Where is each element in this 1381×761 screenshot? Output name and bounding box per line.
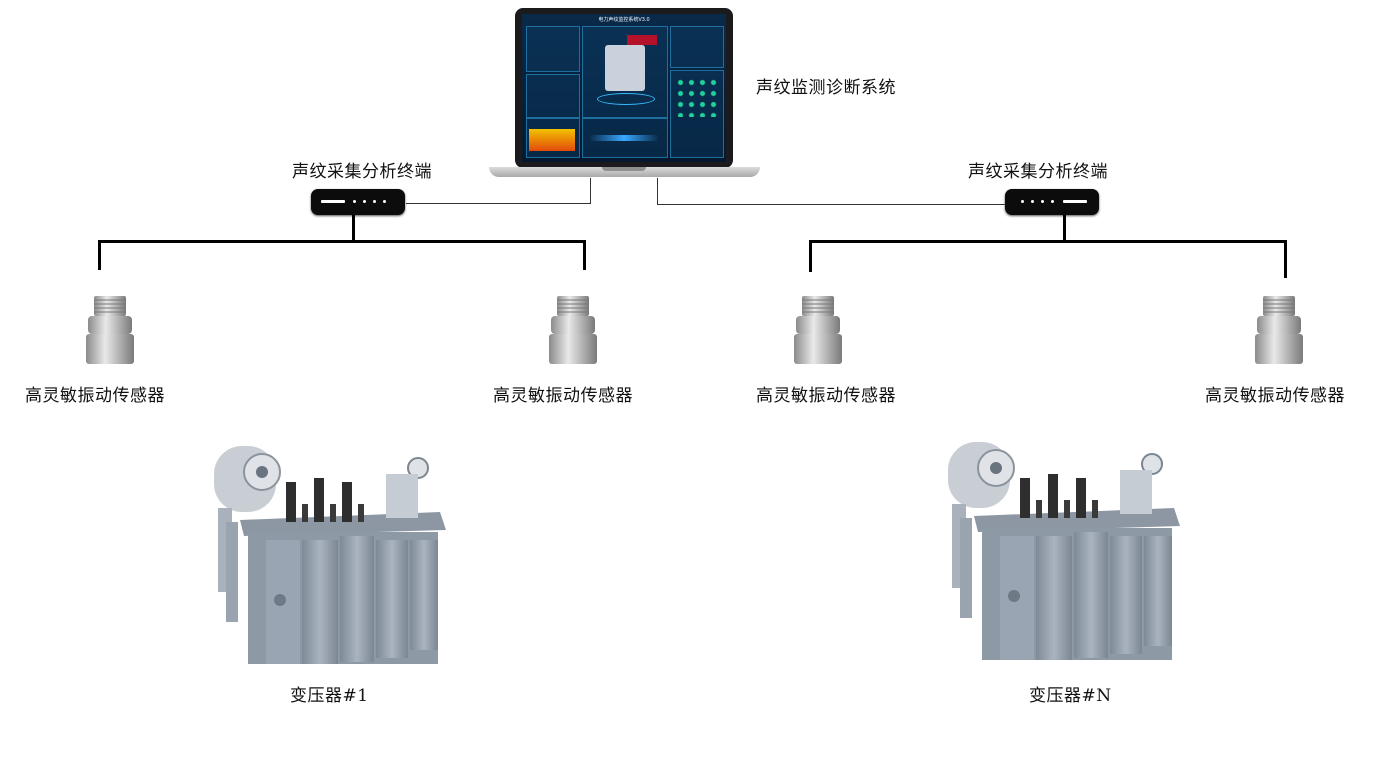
transformer-icon	[948, 442, 1180, 660]
laptop-base	[489, 167, 760, 177]
vibration-sensor-icon	[1255, 296, 1303, 364]
acquisition-terminal	[311, 189, 405, 215]
dashboard-panel	[670, 26, 724, 68]
dashboard-panel	[526, 26, 580, 72]
vibration-sensor-icon	[794, 296, 842, 364]
vibration-sensor-icon	[86, 296, 134, 364]
vibration-sensor-icon	[549, 296, 597, 364]
wire	[809, 240, 1287, 243]
terminal-label: 声纹采集分析终端	[968, 162, 1108, 182]
terminal-label: 声纹采集分析终端	[292, 162, 432, 182]
dashboard-panel	[670, 70, 724, 158]
wire	[1284, 240, 1287, 278]
sensor-label: 高灵敏振动传感器	[756, 386, 896, 406]
laptop-notch	[602, 167, 646, 171]
transformer-label: 变压器#N	[1029, 686, 1112, 706]
link-line	[657, 178, 658, 205]
link-line	[406, 203, 591, 204]
monitoring-dashboard-screen: 电力声纹监控系统V3.0	[522, 14, 726, 162]
dashboard-title: 电力声纹监控系统V3.0	[598, 17, 650, 23]
dashboard-panel	[526, 74, 580, 118]
link-line	[657, 204, 1005, 205]
transformer-label: 变压器#1	[290, 686, 369, 706]
wire	[809, 240, 812, 272]
dashboard-panel	[582, 26, 668, 118]
wire	[98, 240, 586, 243]
wire	[98, 240, 101, 270]
wire	[583, 240, 586, 270]
acquisition-terminal	[1005, 189, 1099, 215]
sensor-label: 高灵敏振动传感器	[25, 386, 165, 406]
dashboard-panel	[526, 118, 580, 158]
dashboard-panel	[582, 118, 668, 158]
sensor-label: 高灵敏振动传感器	[1205, 386, 1345, 406]
wire	[352, 215, 355, 242]
wire	[1063, 215, 1066, 242]
link-line	[590, 178, 591, 204]
transformer-icon	[214, 446, 446, 664]
system-label: 声纹监测诊断系统	[756, 78, 896, 98]
sensor-label: 高灵敏振动传感器	[493, 386, 633, 406]
